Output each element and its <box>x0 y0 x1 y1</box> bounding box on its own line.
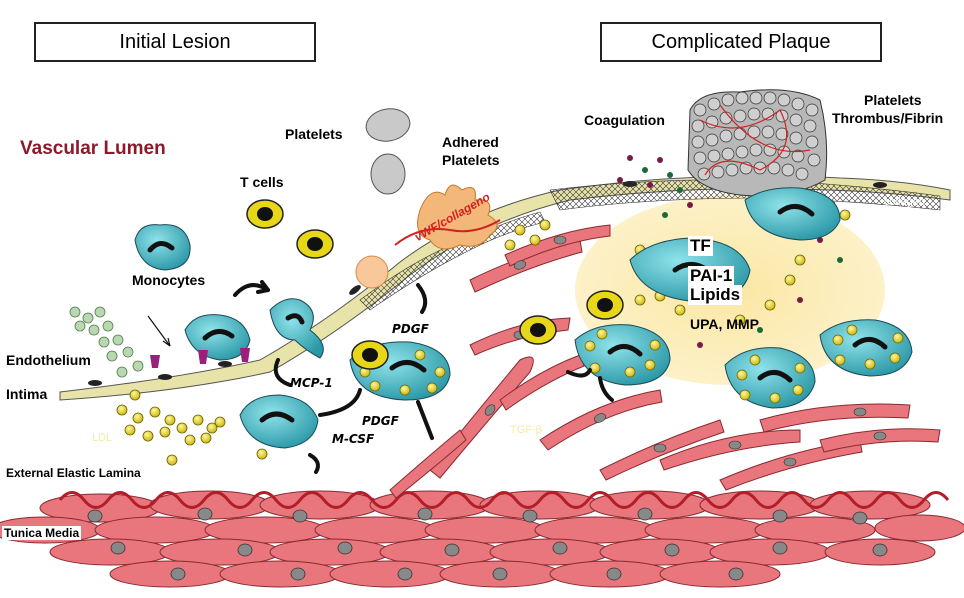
foam-cell-lipids <box>359 324 904 404</box>
foam-cell-6 <box>744 187 841 241</box>
label-adhered-1: Adhered <box>442 134 499 150</box>
collagen-mesh <box>359 211 546 311</box>
foam-cell-4 <box>819 319 913 377</box>
arrows <box>233 280 614 474</box>
t-cells <box>246 199 624 370</box>
coagulation-dots <box>617 155 843 348</box>
label-mcp1: MCP-1 <box>290 376 333 390</box>
activated-platelet <box>355 255 389 289</box>
monocyte-transmigrating <box>269 298 324 359</box>
vwf-strand <box>394 219 501 246</box>
monocyte-lumen-1 <box>134 224 191 271</box>
monocyte-nuclei <box>147 204 888 423</box>
adhered-platelet <box>417 184 498 250</box>
label-coagulation: Coagulation <box>584 112 665 128</box>
tunica-media-nuclei <box>87 507 888 581</box>
label-thrombus-1: Platelets <box>864 92 922 108</box>
title-initial-lesion: Initial Lesion <box>34 22 316 62</box>
label-ldl: LDL <box>92 432 113 444</box>
label-platelets: Platelets <box>285 126 343 142</box>
label-intima: Intima <box>6 386 48 402</box>
label-tgf: TGF-β <box>510 424 542 436</box>
label-pdgf-top: PDGF <box>392 322 429 336</box>
label-external-elastic-lamina: External Elastic Lamina <box>6 466 141 480</box>
ldl-particles <box>69 306 144 378</box>
label-mcsf: M-CSF <box>332 432 375 446</box>
label-tunica-media: Tunica Media <box>2 526 82 540</box>
label-t-cells: T cells <box>240 174 284 190</box>
thrombus <box>687 89 828 197</box>
monocyte-adhering <box>184 314 251 361</box>
label-vascular-lumen: Vascular Lumen <box>20 138 166 159</box>
label-endothelium: Endothelium <box>6 352 91 368</box>
thin-arrow <box>147 315 171 347</box>
label-tf: TF <box>688 236 713 256</box>
macrophage-intima <box>239 394 319 449</box>
label-lipids: Lipids <box>688 285 743 305</box>
platelets <box>365 108 411 195</box>
label-pdgf-mid: PDGF <box>362 414 399 428</box>
thin-arrow-head <box>162 337 171 347</box>
label-collagen-right: collagen <box>884 196 925 208</box>
external-elastic-lamina <box>58 491 950 509</box>
label-adhered-2: Platelets <box>442 152 500 168</box>
label-thrombus-2: Thrombus/Fibrin <box>832 110 944 126</box>
adhesion-molecules <box>150 348 250 368</box>
title-complicated-plaque: Complicated Plaque <box>600 22 882 62</box>
smooth-muscle-nuclei <box>484 235 887 467</box>
label-upa-mmp: UPA, MMP <box>690 316 759 332</box>
label-pai1: PAI-1 <box>688 266 735 286</box>
foam-cell-2 <box>574 324 671 386</box>
endothelium-layer <box>59 175 951 401</box>
label-monocytes: Monocytes <box>132 272 206 288</box>
